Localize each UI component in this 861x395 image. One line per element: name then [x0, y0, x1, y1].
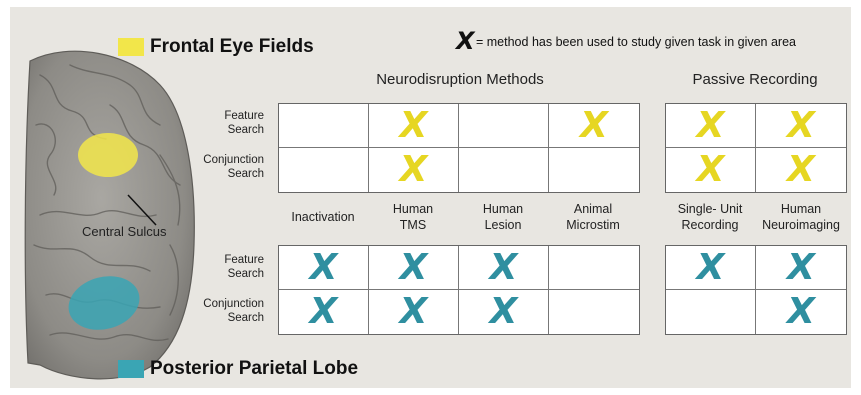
matrix-cell — [549, 246, 639, 290]
method-used-mark: X — [580, 104, 608, 146]
frontal-eye-fields-swatch — [118, 38, 144, 56]
col-label-human-tms: Human TMS — [392, 202, 434, 232]
method-used-mark: X — [787, 291, 815, 332]
col-label-single-unit: Single- Unit Recording — [677, 202, 743, 232]
row-label-conjunction-bottom: Conjunction Search — [203, 298, 264, 324]
matrix-cell: X — [756, 246, 846, 290]
figure-canvas: Central Sulcus Frontal Eye Fields Poster… — [10, 7, 851, 388]
matrix-cell — [459, 104, 549, 148]
matrix-cell: X — [279, 246, 369, 290]
matrix-cell: X — [666, 104, 756, 148]
method-used-mark: X — [787, 246, 815, 288]
matrix-cell: X — [756, 104, 846, 148]
matrix-cell: X — [369, 104, 459, 148]
matrix-cell — [549, 290, 639, 334]
matrix-cell: X — [549, 104, 639, 148]
method-used-mark: X — [489, 291, 518, 332]
matrix-cell: X — [279, 290, 369, 334]
method-used-mark: X — [399, 291, 428, 332]
matrix-cell: X — [756, 290, 846, 334]
key-x-symbol: X — [456, 27, 475, 55]
matrix-cell: X — [666, 246, 756, 290]
matrix-cell — [666, 290, 756, 334]
passive-recording-title: Passive Recording — [692, 71, 818, 88]
method-used-mark: X — [696, 149, 725, 190]
matrix-cell — [279, 148, 369, 192]
matrix-cell: X — [666, 148, 756, 192]
matrix-cell: X — [459, 290, 549, 334]
brain-illustration — [24, 50, 195, 380]
col-label-inactivation: Inactivation — [291, 210, 355, 224]
method-used-mark: X — [489, 246, 518, 288]
method-used-mark: X — [787, 104, 815, 146]
method-used-mark: X — [399, 246, 428, 288]
central-sulcus-pointer — [127, 194, 157, 226]
posterior-parietal-swatch — [118, 360, 144, 378]
key-description: = method has been used to study given ta… — [476, 35, 797, 49]
matrix-cell: X — [369, 246, 459, 290]
method-used-mark: X — [399, 149, 428, 190]
method-used-mark: X — [696, 104, 725, 146]
method-used-mark: X — [309, 246, 338, 288]
method-used-mark: X — [399, 104, 428, 146]
central-sulcus-label: Central Sulcus — [82, 224, 167, 239]
matrix-cell: X — [369, 148, 459, 192]
brain-hemisphere — [24, 50, 195, 380]
row-label-feature-bottom: Feature Search — [224, 254, 264, 280]
posterior-parietal-region — [68, 276, 140, 330]
col-label-human-lesion: Human Lesion — [482, 202, 524, 232]
matrix-cell — [459, 148, 549, 192]
col-label-human-neuroimaging: Human Neuroimaging — [762, 202, 840, 232]
posterior-parietal-label: Posterior Parietal Lobe — [150, 358, 359, 379]
matrix-cell: X — [756, 148, 846, 192]
matrix-cell: X — [369, 290, 459, 334]
neurodisruption-title: Neurodisruption Methods — [376, 71, 544, 88]
frontal-eye-fields-region — [78, 133, 138, 177]
matrix-cell — [549, 148, 639, 192]
matrix-cell: X — [459, 246, 549, 290]
row-label-feature-top: Feature Search — [224, 110, 264, 136]
method-used-mark: X — [787, 149, 815, 190]
col-label-animal-microstim: Animal Microstim — [566, 202, 620, 232]
row-label-conjunction-top: Conjunction Search — [203, 154, 264, 180]
brain-gyri — [33, 64, 181, 341]
method-used-mark: X — [309, 291, 338, 332]
method-used-mark: X — [696, 246, 725, 288]
matrix-cell — [279, 104, 369, 148]
frontal-eye-fields-label: Frontal Eye Fields — [150, 36, 314, 57]
